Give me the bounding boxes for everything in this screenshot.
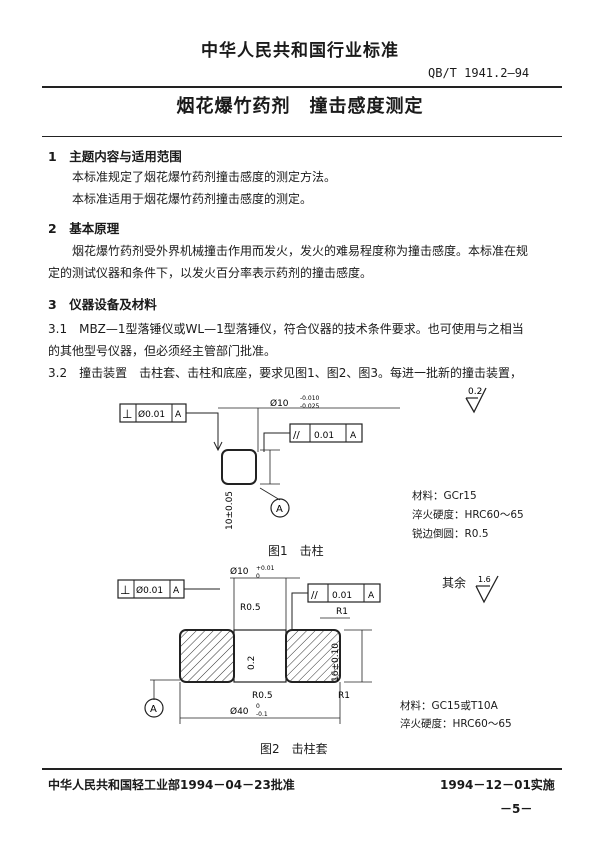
fig1-striker-body [221,449,257,485]
fig2-r1-bot: R1 [338,691,350,701]
doc-title: 烟花爆竹药剂 撞击感度测定 [176,96,424,117]
fig1-datum-circle [270,498,290,518]
fig1-diameter: Ø10 [270,398,289,409]
fig2-height: 16±0.10 [331,643,341,682]
fig2-material: 材料：GC15或T10A [400,700,498,712]
page-number: －5－ [500,802,533,816]
section-3-1-line1: 3.1 MBZ—1型落锤仪或WL—1型落锤仪，符合仪器的技术条件要求。也可使用与… [48,322,524,336]
section-1-title: 1 主题内容与适用范围 [48,149,182,164]
fig2-tol-lower: 0 [256,573,260,580]
fig1-datum-ref: A [175,410,182,420]
section-3-title: 3 仪器设备及材料 [48,297,157,312]
org-title: 中华人民共和国行业标准 [201,41,399,61]
fig1-tol-upper: -0.010 [300,395,320,402]
fig2-inner: 0.2 [247,656,257,670]
fig2-parallelism-frame: // 0.01 A [307,583,381,603]
fig2-tol-upper: +0.01 [256,565,275,572]
fig1-roughness-icon [465,387,487,414]
fig2-datum-circle [144,698,164,718]
footer-rule [42,768,562,770]
fig2-rest-label: 其余 [442,576,467,590]
fig2-roughness-icon: 1.6 [475,575,499,604]
fig2-diameter: Ø10 [230,566,249,577]
figure-2-caption: 图2 击柱套 [260,742,328,756]
fig1-roughness-value: 0.2 [468,387,482,397]
fig2-hardness: 淬火硬度：HRC60～65 [400,718,512,730]
fig1-hardness: 淬火硬度：HRC60～65 [412,509,524,521]
fig2-parallel-symbol: // [311,590,318,601]
section-1-para-1: 本标准规定了烟花爆竹药剂撞击感度的测定方法。 [72,170,337,184]
footer-approved: 中华人民共和国轻工业部1994－04－23批准 [48,778,295,792]
section-3-2-line1: 3.2 撞击装置 击柱套、击柱和底座，要求见图1、图2、图3。每进一批新的撞击装… [48,366,522,380]
fig2-outer-tol-up: 0 [256,703,260,710]
fig2-outer-tol: -0.1 [256,711,268,718]
fig2-r1-top: R1 [336,607,348,617]
section-3-1-line2: 的其他型号仪器，但必须经主管部门批准。 [48,344,277,358]
fig2-roughness-value: 1.6 [478,575,491,584]
figure-1-drawing: 0.2 ⊥ Ø0.01 A Ø10 -0.010 -0.025 // 0.01 … [119,387,487,530]
fig1-parallelism-frame: // 0.01 A [289,423,363,443]
fig1-tol-lower: -0.025 [300,403,320,410]
section-2-title: 2 基本原理 [48,221,120,236]
fig1-perpendicularity-frame: ⊥ Ø0.01 A [119,403,187,423]
fig2-perpendicularity-frame: ⊥ Ø0.01 A [117,579,185,599]
fig2-r05-bot: R0.5 [252,691,273,701]
header-rule-top [42,86,562,88]
figure-1-caption: 图1 击柱 [268,544,324,558]
fig2-parallel-tol: 0.01 [332,591,352,601]
fig2-datum-ref: A [173,586,180,596]
fig1-height: 10±0.05 [225,491,235,530]
fig1-parallel-symbol: // [293,430,300,441]
fig1-material: 材料：GCr15 [412,490,477,502]
fig1-perp-symbol: ⊥ [122,407,132,421]
fig2-sleeve-body [179,629,341,683]
fig1-parallel-tol: 0.01 [314,431,334,441]
fig2-parallel-datum: A [368,591,375,601]
fig1-datum-label: A [276,504,283,515]
footer-effective: 1994－12－01实施 [440,778,555,792]
fig2-flatness: Ø0.01 [136,585,163,596]
figure-2-drawing: ⊥ Ø0.01 A Ø10 +0.01 0 // 0.01 A R0.5 R1 … [117,565,381,724]
fig2-r05-top: R0.5 [240,603,261,613]
standard-number: QB/T 1941.2—94 [428,66,530,80]
fig1-edge: 锐边倒圆：R0.5 [412,528,489,540]
fig2-perp-symbol: ⊥ [120,583,130,597]
section-2-para-line2: 定的测试仪器和条件下，以发火百分率表示药剂的撞击感度。 [48,266,373,280]
header-rule-bottom [42,136,562,137]
fig2-outer: Ø40 [230,706,249,717]
section-1-para-2: 本标准适用于烟花爆竹药剂撞击感度的测定。 [72,192,313,206]
section-2-para-line1: 烟花爆竹药剂受外界机械撞击作用而发火，发火的难易程度称为撞击感度。本标准在规 [72,244,529,258]
fig2-datum-label: A [150,704,157,715]
fig1-flatness: Ø0.01 [138,409,165,420]
fig1-parallel-datum: A [350,431,357,441]
